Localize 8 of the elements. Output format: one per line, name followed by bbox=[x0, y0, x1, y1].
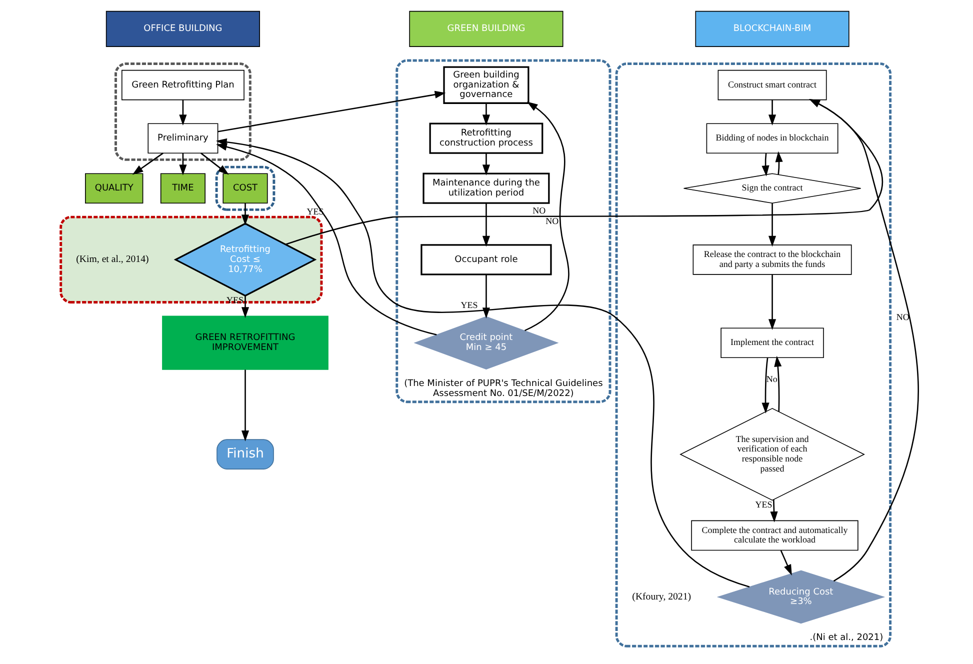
edge-label: No bbox=[766, 374, 778, 384]
node-label: (Kfoury, 2021) bbox=[632, 591, 692, 602]
edge-label: YES bbox=[755, 499, 772, 510]
node-label: (Kim, et al., 2014) bbox=[76, 254, 149, 266]
edge-label: NO bbox=[896, 312, 910, 322]
edge-label: NO bbox=[546, 216, 559, 226]
edge-label: YES bbox=[460, 300, 478, 310]
edge-label: NO bbox=[532, 206, 546, 216]
